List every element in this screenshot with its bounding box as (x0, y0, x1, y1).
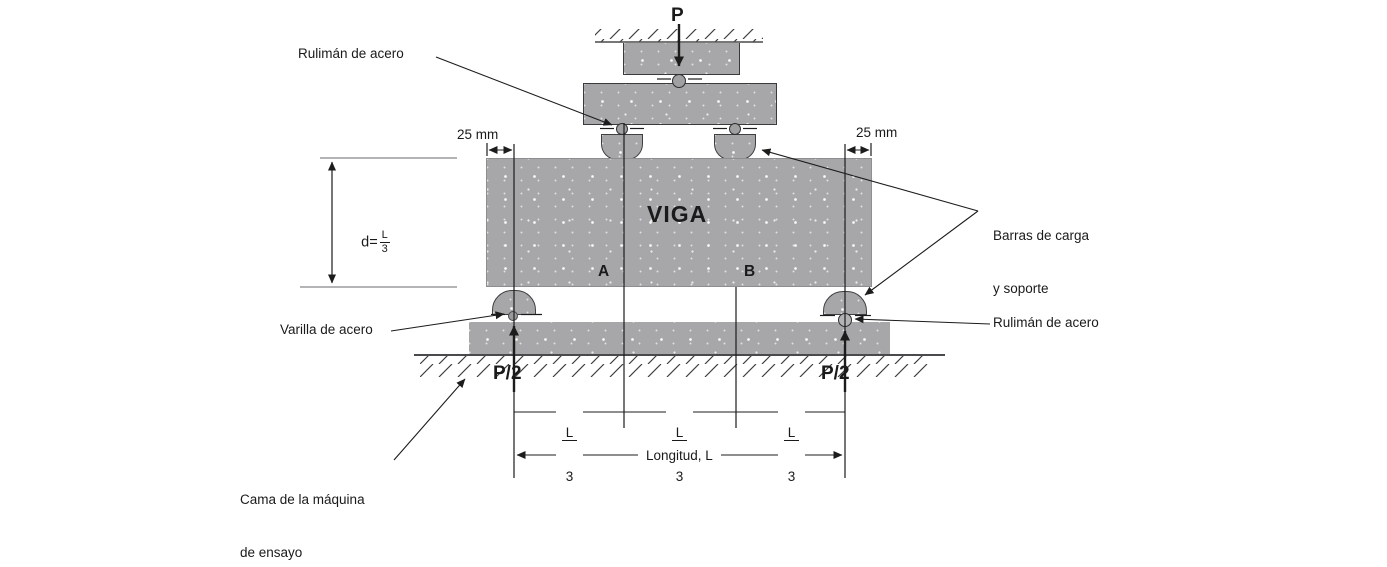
dim-25mm-right-label: 25 mm (856, 125, 898, 140)
steel-ball-load-left-icon (616, 123, 628, 135)
load-bar-left (601, 134, 643, 160)
span-fraction-1: L 3 (556, 398, 584, 512)
varilla-label: Varilla de acero (280, 322, 373, 337)
cama-label: Cama de la máquina de ensayo (240, 456, 365, 567)
steel-ball-top-icon (672, 74, 686, 88)
beam-depth-prefix: d= (361, 234, 378, 251)
beam-title-label: VIGA (647, 201, 708, 227)
point-b-label: B (744, 263, 756, 280)
support-bar-right (823, 291, 867, 315)
barras-label-line2: y soporte (993, 280, 1049, 296)
steel-ball-load-right-icon (729, 123, 741, 135)
steel-ball-support-right-icon (838, 313, 852, 327)
load-p-label: P (671, 5, 684, 26)
point-a-label: A (598, 263, 610, 280)
load-bar-right (714, 134, 756, 160)
machine-head-block (623, 43, 740, 75)
ruliman-top-label: Rulimán de acero (298, 46, 404, 61)
reaction-left-label: P/2 (493, 363, 522, 384)
length-label: Longitud, L (638, 447, 721, 465)
barras-label: Barras de carga y soporte (993, 192, 1089, 332)
leader-cama (393, 378, 466, 461)
dim-25mm-left-label: 25 mm (457, 127, 499, 142)
cama-label-line1: Cama de la máquina (240, 492, 365, 508)
leader-barras-lower (864, 210, 979, 296)
machine-bed-block (469, 322, 890, 355)
span-fraction-3: L 3 (778, 398, 806, 512)
ruliman-right-label: Rulimán de acero (993, 315, 1099, 330)
barras-label-line1: Barras de carga (993, 228, 1090, 244)
load-spreader-bar (583, 83, 777, 125)
reaction-right-label: P/2 (821, 363, 850, 384)
steel-rod-support-left-icon (508, 311, 518, 321)
ceiling-hatch (595, 29, 763, 42)
cama-label-line2: de ensayo (240, 544, 303, 560)
